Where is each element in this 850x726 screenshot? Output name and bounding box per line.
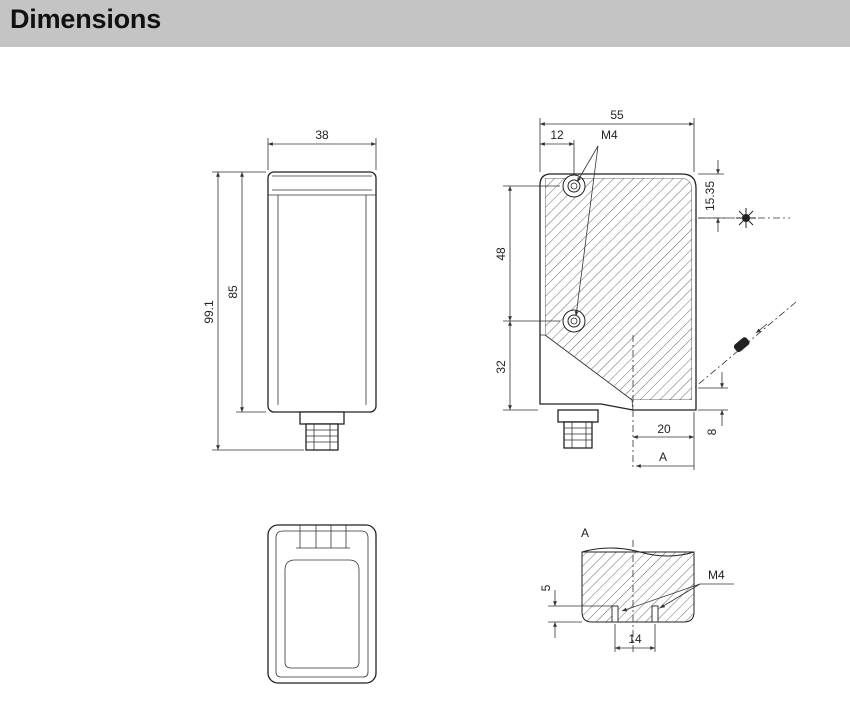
front-housing	[267, 171, 377, 413]
optical-window	[545, 178, 692, 400]
rear-view	[267, 524, 377, 684]
dim-hole-offset-12: 12	[550, 128, 564, 142]
section-label-a: A	[581, 526, 589, 540]
front-view: 38 99.1 85	[202, 128, 377, 451]
front-connector	[299, 411, 345, 451]
dim-lower-offset-32: 32	[494, 360, 508, 374]
rear-housing	[267, 524, 377, 684]
dim-width-55: 55	[610, 108, 624, 122]
dim-depth-5: 5	[539, 584, 553, 591]
dim-bottom-offset-8: 8	[705, 428, 719, 435]
side-connector	[557, 409, 599, 449]
section-body	[581, 551, 695, 623]
dim-height-85: 85	[226, 285, 240, 299]
lens-icon	[733, 337, 750, 352]
section-view: A M4 5 14	[539, 526, 734, 652]
dim-width-38: 38	[315, 128, 329, 142]
dim-spacing-14: 14	[628, 632, 642, 646]
dim-height-99-1: 99.1	[202, 300, 216, 324]
thread-label-m4: M4	[601, 128, 618, 142]
side-view: 55 12 M4 15.35 48 32	[494, 108, 797, 470]
dim-hole-spacing-48: 48	[494, 247, 508, 261]
dim-beam-offset-15-35: 15.35	[703, 181, 717, 211]
section-thread-m4: M4	[708, 568, 725, 582]
section-header: Dimensions	[0, 0, 850, 47]
dim-section-offset-20: 20	[657, 422, 671, 436]
section-title: Dimensions	[10, 4, 162, 34]
light-spot-icon	[736, 208, 756, 228]
section-marker-a: A	[659, 450, 667, 464]
